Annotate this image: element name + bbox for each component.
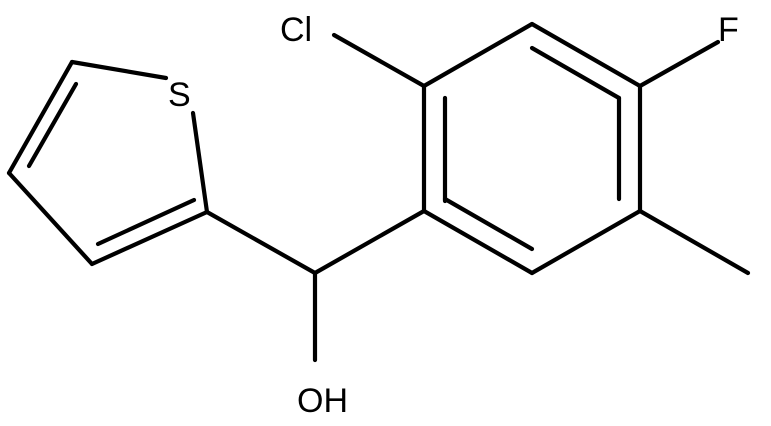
benzene-ring (421, 21, 643, 276)
bond-c2-s (190, 110, 210, 215)
bond-c2-ch (204, 209, 318, 276)
hydroxyl-label: OH (297, 382, 348, 420)
bond-c5-c4 (6, 59, 75, 176)
bond-c3-c4 (529, 21, 643, 89)
bond-c3-c2 (89, 209, 210, 267)
substituents (331, 32, 751, 276)
bond-c2-cl (331, 32, 427, 89)
sulfur-label: S (168, 76, 191, 114)
bond-c6-c1-inner (442, 196, 535, 252)
bond-c3-c4-inner (529, 45, 622, 101)
chlorine-label: Cl (280, 11, 312, 49)
bond-c6-c1 (421, 208, 535, 276)
bond-c5-c4-inner (26, 81, 79, 169)
bond-c5-c6 (529, 208, 643, 276)
carbinol-linker (204, 208, 427, 363)
bond-c5-methyl (637, 208, 751, 276)
fluorine-label: F (718, 11, 739, 49)
thiophene-ring (6, 59, 210, 267)
bond-ch-ar (312, 208, 427, 276)
bond-c2-c3 (421, 21, 535, 89)
bond-c3-c2-inner (95, 197, 197, 247)
bond-c4-c3 (6, 170, 95, 267)
bond-s-c5 (69, 59, 169, 81)
bond-c4-f (637, 39, 721, 89)
